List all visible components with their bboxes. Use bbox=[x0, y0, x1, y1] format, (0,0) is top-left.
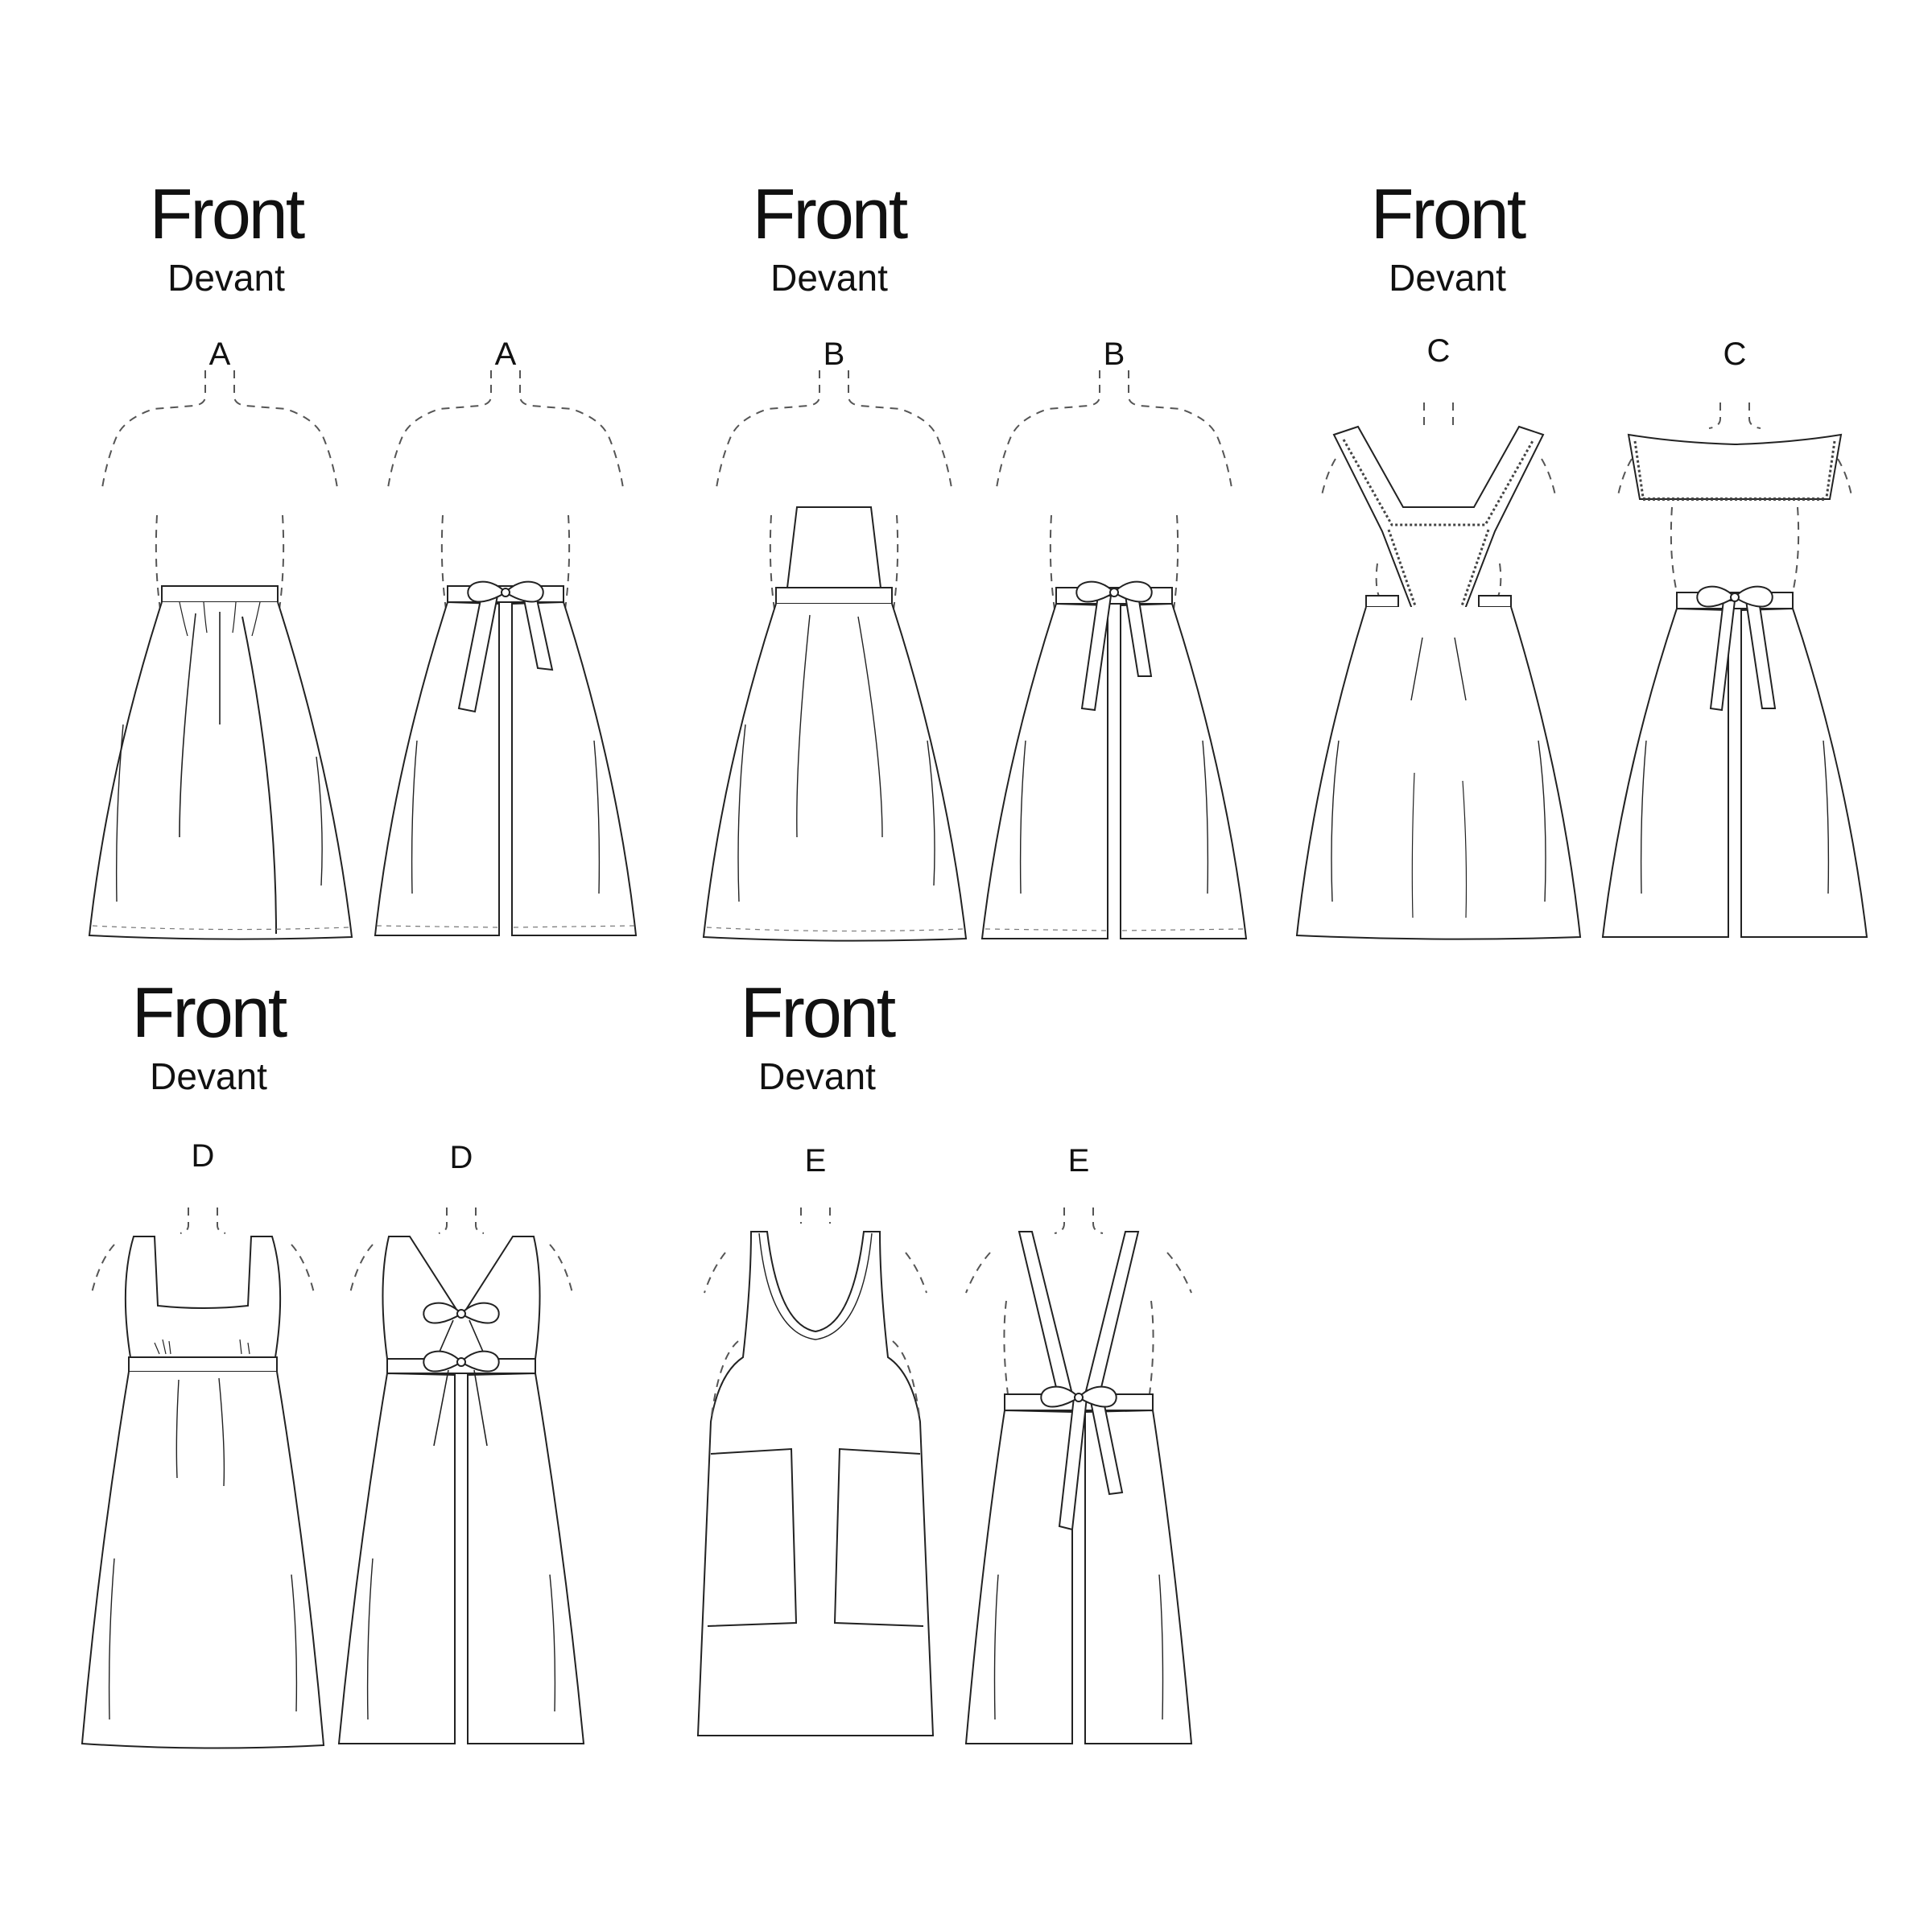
view-letter: A bbox=[208, 336, 231, 372]
view-c-back bbox=[1601, 402, 1868, 938]
view-d-back bbox=[337, 1208, 585, 1744]
heading-front: Front bbox=[740, 972, 896, 1052]
view-letter: D bbox=[449, 1140, 473, 1175]
view-letter: C bbox=[1426, 333, 1451, 369]
view-letter: C bbox=[1723, 336, 1747, 372]
view-letter: E bbox=[804, 1143, 827, 1179]
view-letter: B bbox=[1103, 336, 1125, 372]
heading-devant: Devant bbox=[150, 1055, 267, 1097]
heading-front: Front bbox=[131, 972, 287, 1052]
heading-devant: Devant bbox=[1389, 257, 1506, 299]
heading-devant: Devant bbox=[758, 1055, 876, 1097]
heading-devant: Devant bbox=[167, 257, 285, 299]
heading-front: Front bbox=[752, 174, 908, 254]
view-c-front bbox=[1295, 402, 1582, 940]
heading-front: Front bbox=[1370, 174, 1526, 254]
heading-front: Front bbox=[149, 174, 305, 254]
view-letter: D bbox=[191, 1138, 215, 1174]
view-letter: E bbox=[1067, 1143, 1090, 1179]
view-letter: B bbox=[823, 336, 845, 372]
view-b-back bbox=[980, 369, 1248, 939]
heading-devant: Devant bbox=[770, 257, 888, 299]
view-b-front bbox=[702, 369, 968, 942]
view-letter: A bbox=[494, 336, 517, 372]
view-d-front bbox=[80, 1208, 325, 1749]
view-e-back bbox=[964, 1208, 1193, 1744]
view-a-back bbox=[374, 369, 638, 936]
view-a-front bbox=[88, 369, 353, 940]
view-e-front bbox=[696, 1208, 935, 1736]
